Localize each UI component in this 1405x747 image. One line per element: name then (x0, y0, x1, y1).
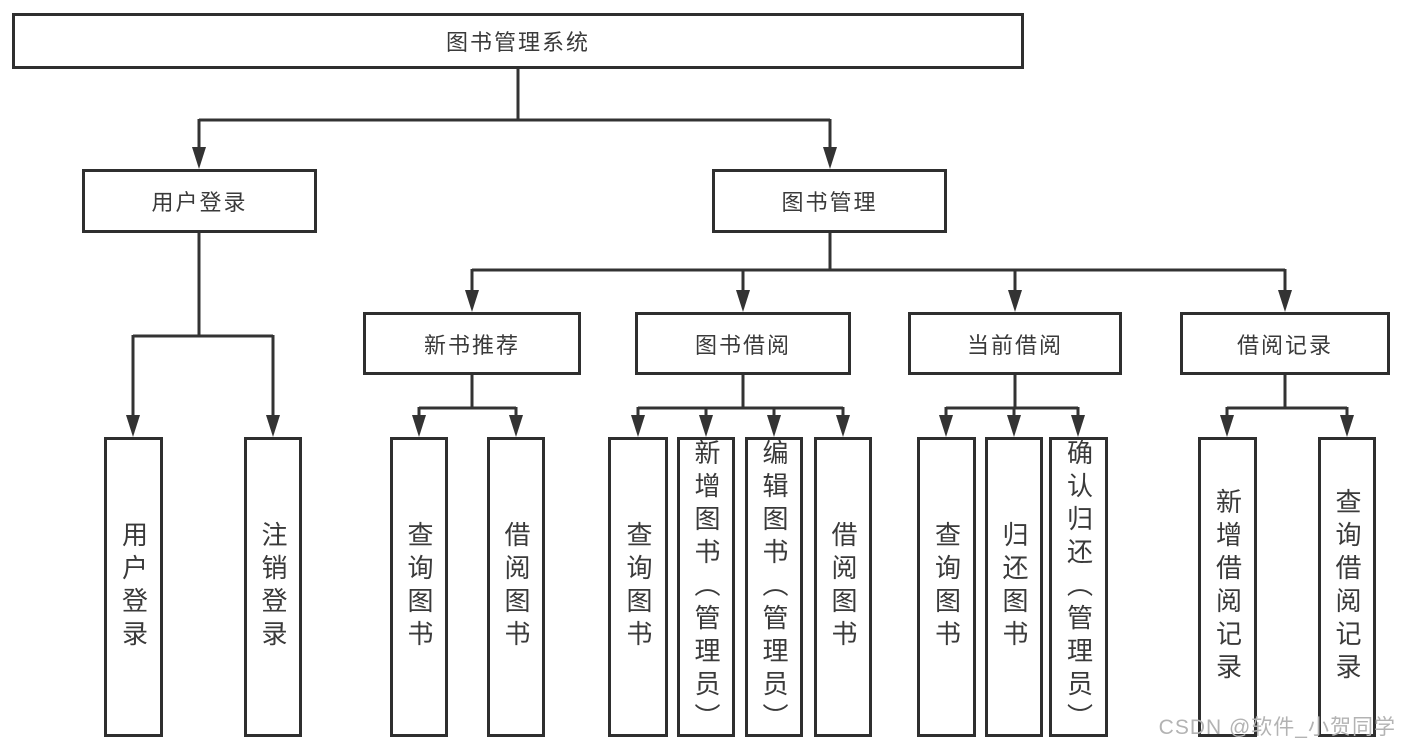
node-query-books-borrowing-label: 查询图书 (623, 521, 653, 653)
node-add-borrow-record-label: 新增借阅记录 (1212, 488, 1243, 686)
node-query-books-current: 查询图书 (917, 437, 976, 737)
node-book-management-label: 图书管理 (781, 190, 878, 215)
node-book-management: 图书管理 (712, 169, 947, 233)
node-query-books-recommend: 查询图书 (390, 437, 448, 737)
node-return-books-label: 归还图书 (999, 521, 1029, 653)
node-book-borrowing: 图书借阅 (635, 312, 851, 375)
node-edit-books-admin-label: 编辑图书（管理员） (759, 438, 789, 736)
node-return-books: 归还图书 (985, 437, 1043, 737)
node-query-borrow-record: 查询借阅记录 (1318, 437, 1376, 737)
node-add-borrow-record: 新增借阅记录 (1198, 437, 1257, 737)
node-query-books-current-label: 查询图书 (931, 521, 962, 653)
node-current-borrowing-label: 当前借阅 (966, 332, 1063, 358)
node-confirm-return-admin: 确认归还（管理员） (1049, 437, 1108, 737)
node-borrow-books-recommend-label: 借阅图书 (501, 521, 531, 653)
node-edit-books-admin: 编辑图书（管理员） (745, 437, 803, 737)
node-book-borrowing-label: 图书借阅 (694, 332, 791, 358)
node-borrowing-records: 借阅记录 (1180, 312, 1390, 375)
node-query-books-borrowing: 查询图书 (608, 437, 668, 737)
node-library-system-label: 图书管理系统 (445, 30, 590, 55)
node-borrow-books-borrowing-label: 借阅图书 (828, 521, 858, 653)
node-new-book-recommend-label: 新书推荐 (423, 332, 520, 358)
node-borrow-books-borrowing: 借阅图书 (814, 437, 872, 737)
node-library-system: 图书管理系统 (12, 13, 1024, 69)
node-add-books-admin: 新增图书（管理员） (677, 437, 735, 737)
node-add-books-admin-label: 新增图书（管理员） (691, 438, 721, 736)
node-new-book-recommend: 新书推荐 (363, 312, 581, 375)
node-borrowing-records-label: 借阅记录 (1236, 332, 1333, 358)
node-query-books-recommend-label: 查询图书 (404, 521, 434, 653)
watermark: CSDN @软件_小贺同学 (1158, 716, 1396, 739)
node-confirm-return-admin-label: 确认归还（管理员） (1063, 438, 1094, 736)
arrowheads (126, 147, 1354, 437)
node-user-login: 用户登录 (82, 169, 317, 233)
node-current-borrowing: 当前借阅 (908, 312, 1122, 375)
node-user-login-action: 用户登录 (104, 437, 163, 737)
node-logout-action-label: 注销登录 (258, 521, 288, 653)
node-borrow-books-recommend: 借阅图书 (487, 437, 545, 737)
node-query-borrow-record-label: 查询借阅记录 (1332, 488, 1362, 686)
node-user-login-label: 用户登录 (151, 190, 248, 215)
node-user-login-action-label: 用户登录 (118, 521, 149, 653)
node-logout-action: 注销登录 (244, 437, 302, 737)
